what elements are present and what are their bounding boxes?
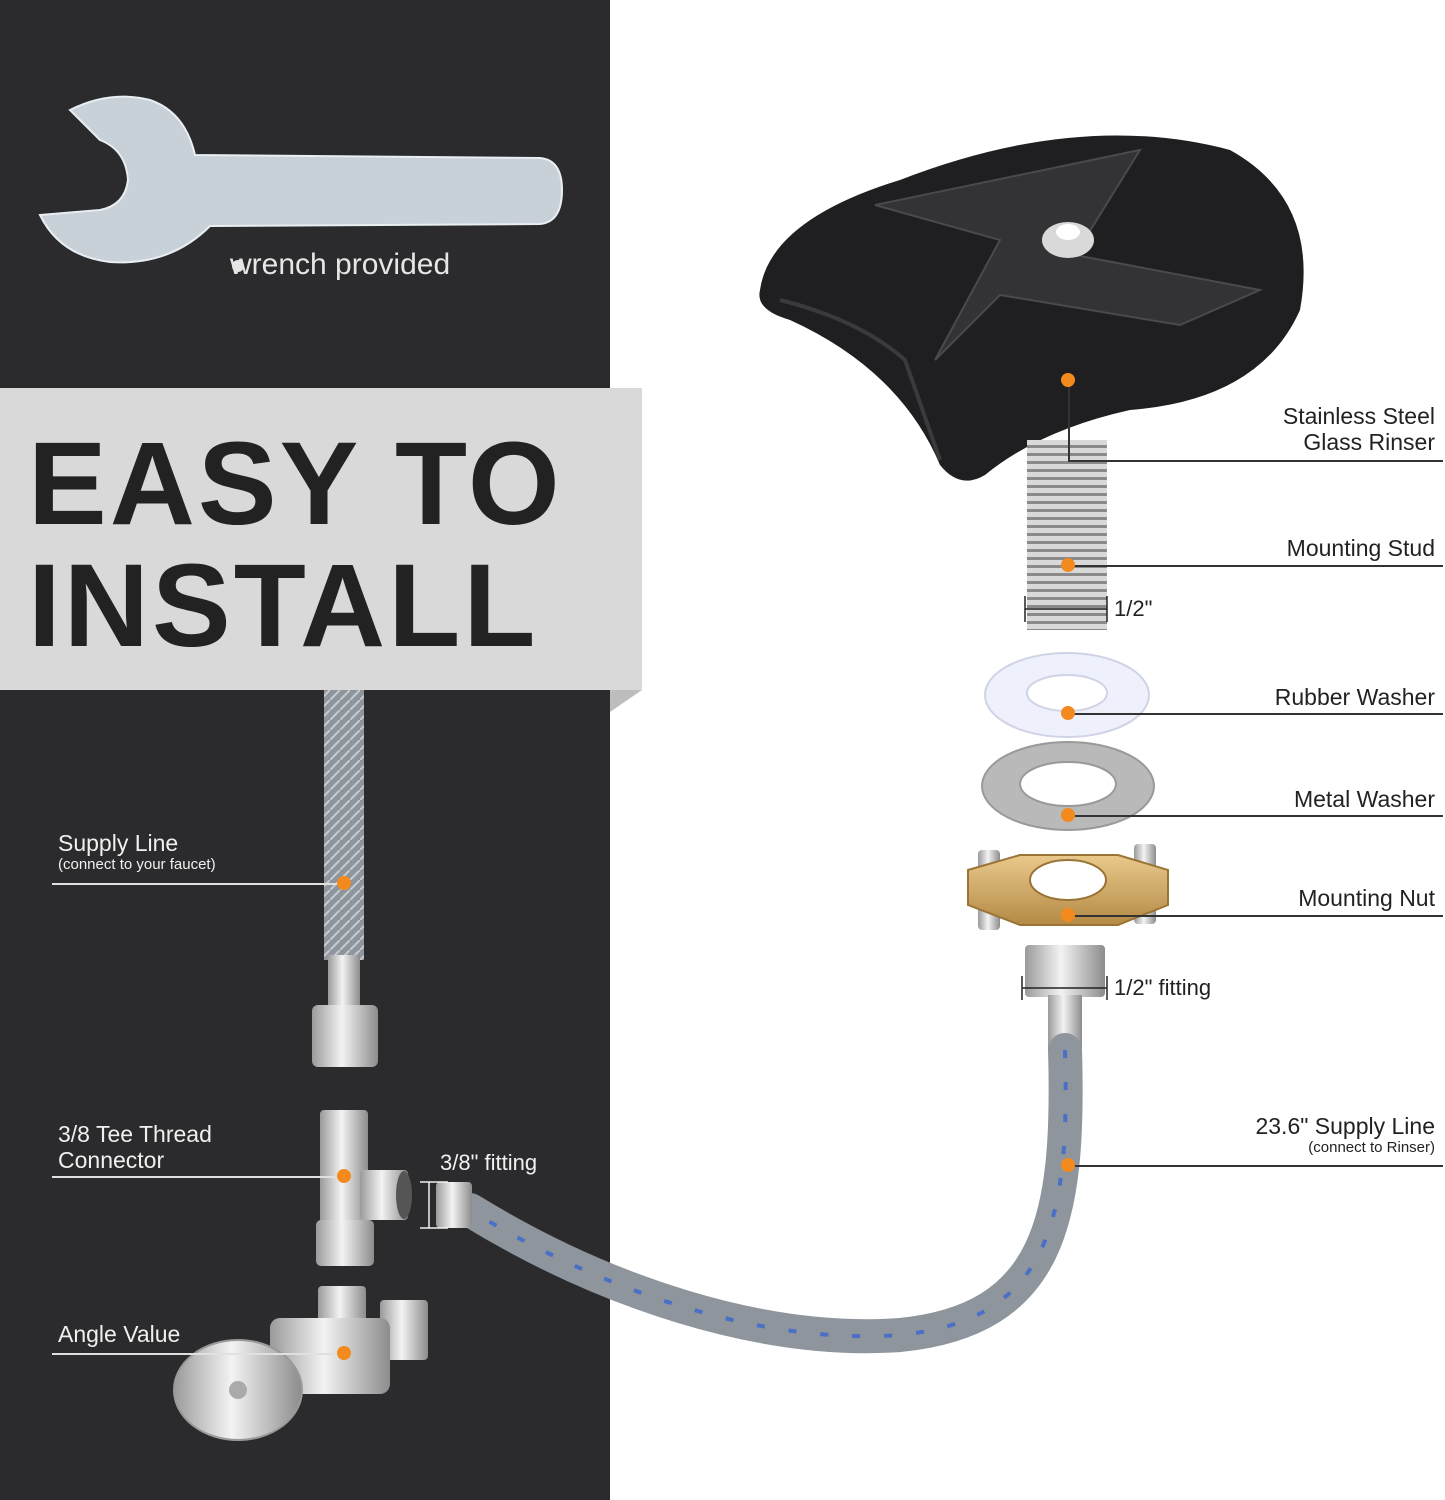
left-supply-line-icon [312,690,378,1067]
bullet-icon [232,260,244,272]
marker-dot-mounting-stud [1061,558,1075,572]
leader-glass-rinser [1068,460,1443,462]
tee-connector-icon [316,1110,412,1266]
label-glass-rinser-line1: Stainless Steel [1282,403,1435,429]
metal-washer-icon [981,741,1155,831]
leader-glass-rinser-vertical [1068,380,1070,462]
rubber-washer-icon [984,652,1150,738]
leader-tee-connector [52,1176,344,1178]
dimension-fitting-half: 1/2" fitting [1114,975,1212,1000]
leader-faucet-supply-line [52,883,344,885]
marker-dot-mounting-nut [1061,908,1075,922]
headline-banner [0,388,642,690]
leader-mounting-nut [1068,915,1443,917]
label-faucet-supply-line-sub: (connect to your faucet) [58,855,216,873]
label-tee-connector: 3/8 Tee Thread Connector [58,1121,212,1174]
label-faucet-supply-line-main: Supply Line [58,830,179,856]
wrench-icon [38,95,564,264]
headline-line-2: INSTALL [28,540,539,672]
rinser-supply-line-icon [436,945,1105,1354]
label-rinser-supply-line-sub: (connect to Rinser) [1308,1138,1435,1156]
marker-dot-rubber-washer [1061,706,1075,720]
dimension-stud: 1/2" [1114,596,1153,621]
marker-dot-glass-rinser [1061,373,1075,387]
marker-dot-angle-valve [337,1346,351,1360]
label-mounting-stud: Mounting Stud [1286,535,1435,561]
leader-angle-valve [52,1353,344,1355]
glass-rinser-icon [759,135,1304,481]
wrench-caption: wrench provided [230,248,451,281]
leader-metal-washer [1068,815,1443,817]
dimension-markers [1021,596,1108,1000]
label-metal-washer: Metal Washer [1293,786,1435,812]
dimension-fitting-38: 3/8" fitting [440,1150,538,1175]
label-rinser-supply-line: 23.6" Supply Line (connect to Rinser) [1255,1113,1435,1157]
leader-rinser-supply-line [1068,1165,1443,1167]
leader-mounting-stud [1068,565,1443,567]
label-rinser-supply-line-main: 23.6" Supply Line [1255,1113,1435,1139]
label-rubber-washer: Rubber Washer [1274,684,1435,710]
label-tee-connector-line1: 3/8 Tee Thread [58,1121,212,1147]
marker-dot-metal-washer [1061,808,1075,822]
marker-dot-tee-connector [337,1169,351,1183]
label-tee-connector-line2: Connector [58,1146,165,1173]
label-faucet-supply-line: Supply Line (connect to your faucet) [58,830,216,874]
label-glass-rinser-line2: Glass Rinser [1303,428,1435,455]
label-angle-valve: Angle Value [58,1321,181,1347]
mounting-nut-icon [967,844,1169,930]
marker-dot-faucet-supply-line [337,876,351,890]
leader-rubber-washer [1068,713,1443,715]
headline-line-1: EASY TO [28,418,563,550]
mounting-stud-icon [1027,440,1107,630]
dimension-marker-38 [420,1181,448,1229]
marker-dot-rinser-supply-line [1061,1158,1075,1172]
label-glass-rinser: Stainless Steel Glass Rinser [1282,403,1435,456]
angle-valve-icon [173,1286,428,1441]
label-mounting-nut: Mounting Nut [1298,885,1435,911]
